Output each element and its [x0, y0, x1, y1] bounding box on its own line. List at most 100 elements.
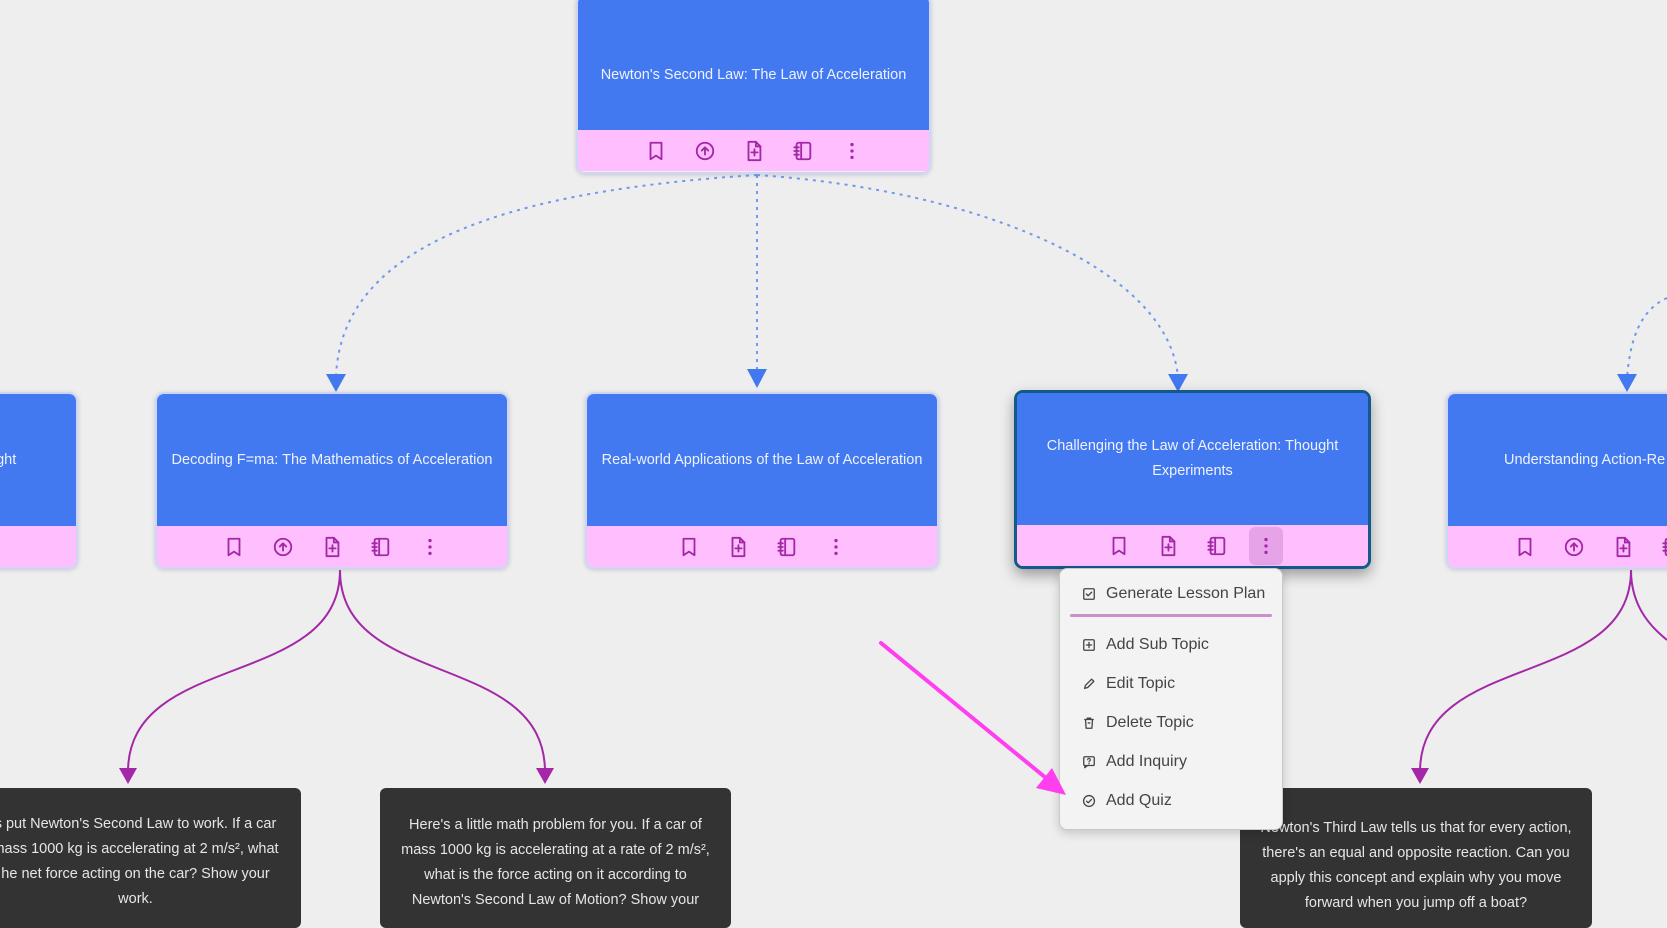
notebook-icon — [792, 141, 811, 160]
add-file-button[interactable] — [721, 528, 755, 566]
subtopic-title: ught — [0, 451, 17, 468]
notebook-button[interactable] — [1200, 527, 1234, 565]
notebook-icon — [371, 537, 390, 556]
subtopic-title: Decoding F=ma: The Mathematics of Accele… — [171, 451, 493, 468]
bookmark-button[interactable] — [1102, 527, 1136, 565]
bookmark-icon — [227, 537, 241, 556]
arrowhead-realworld — [747, 369, 767, 388]
add-file-icon — [1616, 536, 1631, 557]
arrowhead-question-2 — [536, 768, 554, 784]
subtopic-title: Challenging the Law of Acceleration: Tho… — [1046, 438, 1339, 479]
bookmark-icon — [649, 141, 662, 160]
notebook-button[interactable] — [1655, 528, 1667, 566]
add-file-button[interactable] — [1606, 528, 1640, 566]
edge-understanding-to-question-3 — [1419, 569, 1632, 773]
subtopic-title: Understanding Action-Re — [1504, 451, 1666, 468]
root-topic-header: Newton's Second Law: The Law of Accelera… — [578, 0, 929, 130]
upload-button[interactable] — [266, 528, 300, 566]
edge-decoding-to-question-1 — [127, 569, 341, 773]
bookmark-icon — [682, 537, 695, 556]
notebook-button[interactable] — [364, 528, 398, 566]
subtopic-toolbar — [157, 526, 507, 567]
menu-item-generate-lesson-plan[interactable]: Generate Lesson Plan — [1060, 574, 1282, 613]
add-file-icon — [731, 536, 745, 557]
subtopic-title: Real-world Applications of the Law of Ac… — [601, 451, 923, 468]
add-file-icon — [747, 140, 761, 161]
question-card[interactable]: Here's a little math problem for you. If… — [380, 788, 731, 928]
bookmark-button[interactable] — [672, 528, 706, 566]
trash-icon — [1084, 717, 1094, 729]
subtopic-toolbar — [587, 526, 937, 567]
more-icon — [428, 538, 432, 555]
add-file-button[interactable] — [1151, 527, 1185, 565]
notebook-icon — [1662, 537, 1667, 556]
more-icon — [1264, 537, 1268, 554]
question-card[interactable]: s put Newton's Second Law to work. If a … — [0, 788, 301, 928]
topic-context-menu: Generate Lesson Plan Add Sub Topic Edit … — [1059, 568, 1283, 830]
more-button[interactable] — [413, 528, 447, 566]
subtopic-header: ught — [0, 394, 76, 526]
check-circle-icon — [1082, 794, 1096, 807]
menu-item-label: Generate Lesson Plan — [1106, 584, 1266, 602]
subtopic-toolbar — [0, 526, 76, 567]
add-file-icon — [325, 536, 340, 557]
subtopic-node-realworld[interactable]: Real-world Applications of the Law of Ac… — [585, 392, 939, 569]
arrowhead-decoding — [326, 374, 346, 392]
subtopic-header: Understanding Action-Re — [1448, 394, 1667, 526]
edge-understanding-to-offscreen — [1630, 569, 1667, 641]
menu-item-edit-topic[interactable]: Edit Topic — [1060, 664, 1282, 703]
upload-icon — [273, 537, 293, 556]
root-topic-title: Newton's Second Law: The Law of Accelera… — [600, 66, 907, 83]
pencil-icon — [1083, 678, 1095, 689]
add-square-icon — [1083, 638, 1095, 651]
root-topic-node[interactable]: Newton's Second Law: The Law of Accelera… — [576, 0, 931, 174]
arrowhead-question-1 — [119, 768, 137, 784]
arrowhead-understanding — [1617, 374, 1637, 392]
upload-icon — [695, 141, 714, 160]
question-square-icon — [1083, 755, 1095, 768]
menu-item-label: Add Inquiry — [1106, 752, 1187, 770]
checkbox-icon — [1083, 587, 1095, 600]
more-button[interactable] — [1249, 526, 1283, 565]
add-file-button[interactable] — [737, 132, 771, 170]
subtopic-toolbar — [1017, 525, 1368, 566]
menu-item-add-inquiry[interactable]: Add Inquiry — [1060, 742, 1282, 781]
upload-button[interactable] — [1557, 528, 1591, 566]
upload-icon — [1564, 537, 1584, 556]
subtopic-header: Real-world Applications of the Law of Ac… — [587, 394, 937, 526]
question-card[interactable]: Newton's Third Law tells us that for eve… — [1240, 788, 1592, 928]
root-topic-toolbar — [578, 130, 929, 171]
edge-root-to-decoding — [335, 174, 758, 379]
subtopic-node-partial-left[interactable]: ught — [0, 392, 78, 569]
add-file-button[interactable] — [315, 528, 349, 566]
more-button[interactable] — [819, 528, 853, 566]
notebook-icon — [1207, 536, 1226, 555]
bookmark-button[interactable] — [217, 528, 251, 566]
menu-item-label: Edit Topic — [1106, 674, 1176, 692]
subtopic-header: Decoding F=ma: The Mathematics of Accele… — [157, 394, 507, 526]
menu-item-add-quiz[interactable]: Add Quiz — [1060, 781, 1282, 820]
arrowhead-question-3 — [1411, 768, 1429, 784]
subtopic-node-understanding[interactable]: Understanding Action-Re — [1446, 392, 1667, 569]
question-text: s put Newton's Second Law to work. If a … — [0, 816, 279, 907]
subtopic-node-decoding[interactable]: Decoding F=ma: The Mathematics of Accele… — [155, 392, 509, 569]
menu-item-label: Add Sub Topic — [1106, 635, 1209, 653]
menu-item-delete-topic[interactable]: Delete Topic — [1060, 703, 1282, 742]
bookmark-icon — [1518, 537, 1532, 556]
more-icon — [833, 538, 838, 555]
upload-button[interactable] — [688, 132, 722, 170]
menu-item-label: Delete Topic — [1106, 713, 1194, 731]
subtopic-toolbar — [1448, 526, 1667, 567]
more-button[interactable] — [835, 132, 869, 170]
notebook-button[interactable] — [770, 528, 804, 566]
edge-decoding-to-question-2 — [339, 569, 546, 773]
bookmark-button[interactable] — [1508, 528, 1542, 566]
edge-root-to-challenging — [756, 174, 1179, 379]
subtopic-node-challenging[interactable]: Challenging the Law of Acceleration: Tho… — [1014, 390, 1371, 569]
notebook-button[interactable] — [786, 132, 820, 170]
menu-item-add-sub-topic[interactable]: Add Sub Topic — [1060, 625, 1282, 664]
edge-offscreen-to-understanding — [1626, 297, 1667, 379]
bookmark-icon — [1112, 536, 1126, 555]
bookmark-button[interactable] — [639, 132, 673, 170]
menu-item-label: Add Quiz — [1106, 791, 1172, 809]
